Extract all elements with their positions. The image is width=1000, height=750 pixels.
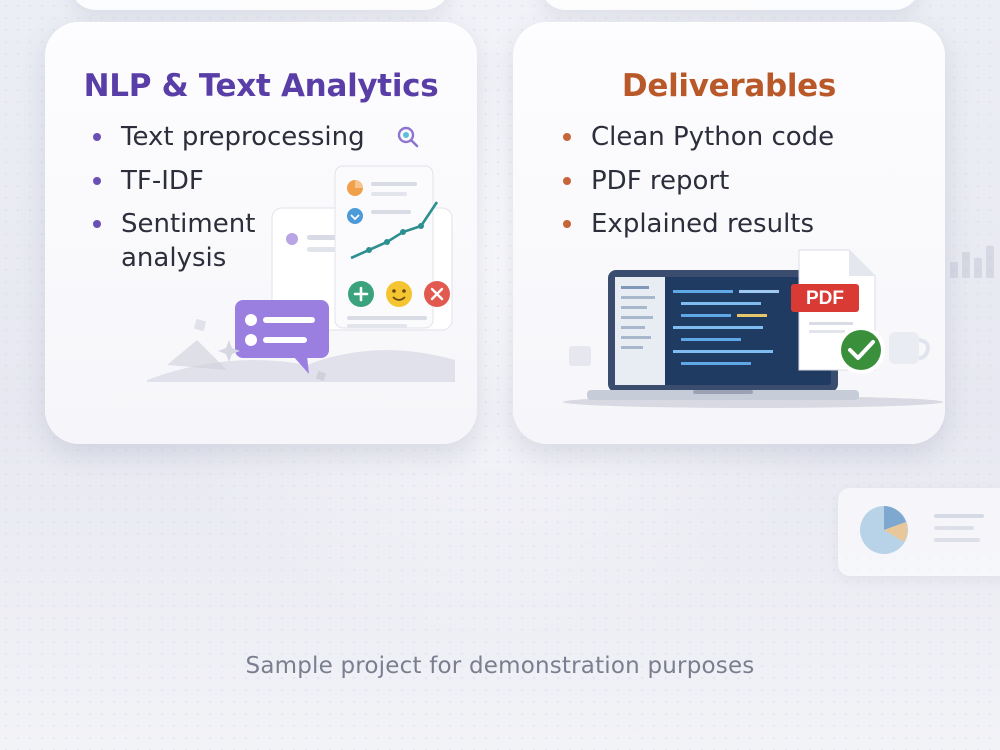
add-icon — [348, 281, 374, 307]
pdf-badge-label: PDF — [806, 288, 844, 309]
bullet-dot — [563, 133, 571, 141]
bullet-tf-idf: TF-IDF — [93, 164, 204, 198]
smiley-icon — [386, 281, 412, 307]
deliverables-illustration: PDF — [563, 249, 943, 408]
bullet-label: TF-IDF — [121, 166, 204, 196]
bullet-explained-results: Explained results — [563, 207, 815, 241]
pie-chart-icon — [860, 506, 908, 554]
bullet-dot — [563, 220, 571, 228]
laptop-icon — [587, 270, 859, 400]
bullet-clean-python-code: Clean Python code — [563, 120, 835, 154]
bullet-label: PDF report — [591, 166, 730, 196]
deliverables-card-title: Deliverables — [621, 68, 837, 104]
bullet-text-preprocessing: Text preprocessing — [93, 120, 365, 154]
nlp-illustration — [147, 165, 455, 382]
bullet-dot — [563, 177, 571, 185]
deliverables-card: Deliverables Clean Python code PDF repor… — [513, 22, 945, 444]
line-chart-icon — [350, 201, 439, 260]
bullet-dot — [93, 220, 101, 228]
bullet-analysis-continuation: analysis — [121, 241, 226, 275]
decorative-panel — [838, 488, 1000, 576]
bullet-dot — [93, 177, 101, 185]
search-icon — [397, 126, 419, 148]
top-card-edge-left — [70, 0, 450, 10]
bullet-label: Clean Python code — [591, 122, 835, 152]
close-icon — [424, 281, 450, 307]
top-card-edge-right — [540, 0, 920, 10]
chat-bubble-icon — [235, 300, 329, 374]
footer-disclaimer: Sample project for demonstration purpose… — [245, 653, 755, 679]
coffee-cup-icon — [889, 332, 930, 364]
nlp-text-analytics-card: NLP & Text Analytics Text preprocessing … — [45, 22, 477, 444]
checkmark-icon — [837, 326, 885, 374]
bullet-label: Sentiment — [121, 209, 256, 239]
bullet-pdf-report: PDF report — [563, 164, 730, 198]
bullet-label: analysis — [121, 243, 227, 273]
bullet-label: Explained results — [591, 209, 815, 239]
nlp-card-title: NLP & Text Analytics — [83, 68, 439, 104]
bullet-sentiment: Sentiment — [93, 207, 256, 241]
bar-chart-icon — [950, 246, 994, 278]
bullet-dot — [93, 133, 101, 141]
bullet-label: Text preprocessing — [121, 122, 365, 152]
